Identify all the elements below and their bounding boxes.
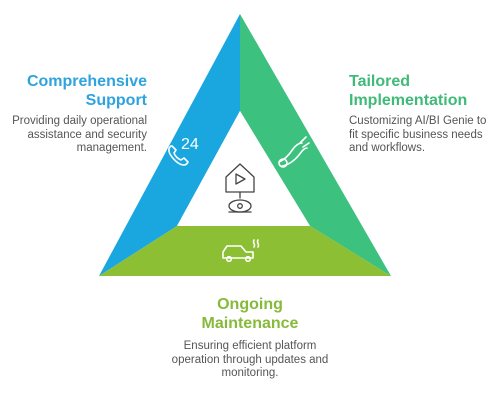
- car-maintenance-icon: [222, 239, 260, 263]
- implementation-title-line-2: Implementation: [349, 92, 468, 109]
- home-play-eye-icon: [225, 163, 255, 213]
- support-title-line-1: Comprehensive: [26, 73, 147, 90]
- svg-text:24: 24: [181, 136, 199, 153]
- maintenance-title: Ongoing Maintenance: [170, 295, 330, 333]
- maintenance-description: Ensuring efficient platform operation th…: [171, 340, 329, 379]
- maintenance-title-line-2: Maintenance: [201, 315, 299, 332]
- implementation-description: Customizing AI/BI Genie to fit specific …: [349, 115, 487, 154]
- center-triangle: [177, 111, 310, 226]
- implementation-title: Tailored Implementation: [349, 72, 484, 110]
- maintenance-title-line-1: Ongoing: [217, 296, 283, 313]
- tool-icon: [278, 136, 310, 168]
- implementation-segment: [240, 14, 391, 276]
- support-title: Comprehensive Support: [12, 72, 147, 110]
- support-title-line-2: Support: [85, 92, 147, 109]
- phone-24-icon: 24: [168, 136, 199, 166]
- implementation-title-line-1: Tailored: [349, 73, 411, 90]
- support-segment: [99, 14, 240, 276]
- support-description: Providing daily operational assistance a…: [12, 115, 147, 154]
